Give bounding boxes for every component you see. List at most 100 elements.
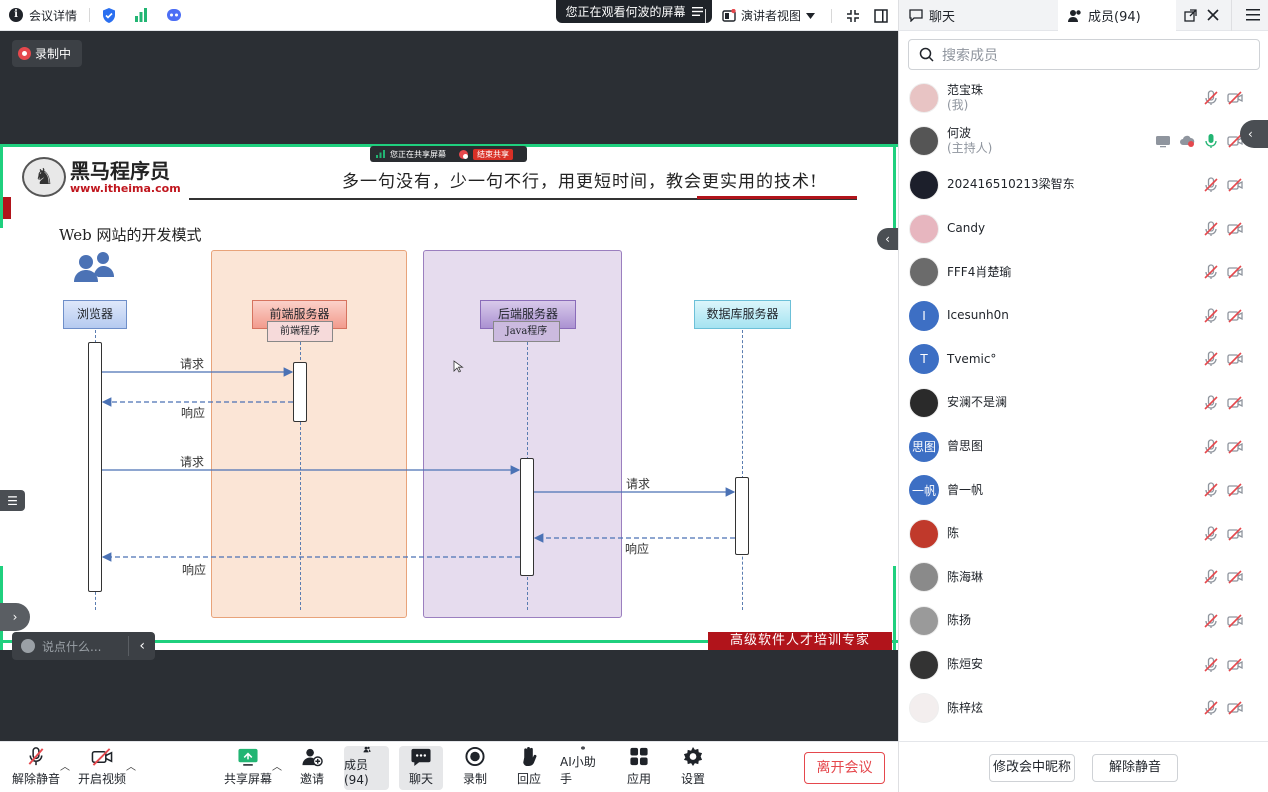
- collapse-left-chevron-icon[interactable]: ‹: [877, 228, 898, 250]
- avatar: [909, 82, 939, 113]
- camera-off-icon[interactable]: [1227, 613, 1243, 629]
- member-row[interactable]: FFF4肖楚瑜: [899, 250, 1268, 294]
- top-bar: i 会议详情 您正在观看何波的屏幕 演讲者视图: [0, 0, 898, 31]
- mic-muted-icon[interactable]: [1203, 90, 1219, 106]
- mic-muted-icon[interactable]: [1203, 656, 1219, 673]
- itheima-logo: ♞ 黑马程序员 www.itheima.com: [22, 157, 181, 197]
- member-search-input[interactable]: 搜索成员: [908, 39, 1260, 70]
- unmute-button[interactable]: 解除静音: [12, 746, 60, 790]
- expand-right-chevron-icon[interactable]: ›: [0, 603, 30, 631]
- mic-muted-icon[interactable]: [1203, 569, 1219, 585]
- camera-off-icon[interactable]: [1227, 395, 1243, 411]
- outline-toggle-icon[interactable]: ☰: [0, 490, 25, 511]
- member-name: 安澜不是澜: [947, 395, 1008, 410]
- exit-fullscreen-icon[interactable]: [846, 9, 860, 23]
- tab-members[interactable]: 成员(94): [1058, 0, 1176, 31]
- member-row[interactable]: 陈扬: [899, 599, 1268, 643]
- end-share-button[interactable]: 结束共享: [473, 148, 513, 160]
- camera-off-icon[interactable]: [1227, 221, 1243, 237]
- camera-off-icon[interactable]: [1227, 177, 1243, 193]
- member-row[interactable]: 范宝珠(我): [899, 76, 1268, 120]
- camera-off-icon[interactable]: [1227, 264, 1243, 280]
- signal-icon: [376, 150, 385, 158]
- share-screen-button[interactable]: 共享屏幕: [224, 746, 272, 790]
- member-row[interactable]: 陈海琳: [899, 556, 1268, 600]
- ai-bot-icon[interactable]: [166, 8, 182, 22]
- audio-options-chevron-icon[interactable]: ︿: [60, 762, 70, 773]
- mic-muted-icon[interactable]: [1203, 220, 1219, 237]
- viewing-screen-indicator[interactable]: 您正在观看何波的屏幕: [556, 0, 712, 23]
- camera-off-icon[interactable]: [1227, 657, 1243, 673]
- more-menu-icon[interactable]: [1246, 9, 1260, 21]
- mic-on-icon[interactable]: [1203, 133, 1219, 149]
- share-options-chevron-icon[interactable]: ︿: [272, 762, 282, 773]
- collapse-chat-chevron-icon[interactable]: ‹: [139, 638, 145, 654]
- member-name-block: 范宝珠(我): [947, 83, 983, 113]
- mic-muted-icon[interactable]: [1203, 177, 1219, 193]
- tab-chat[interactable]: 聊天: [899, 0, 965, 31]
- member-row[interactable]: 安澜不是澜: [899, 381, 1268, 425]
- members-label: 成员(94): [344, 758, 369, 787]
- mic-muted-icon[interactable]: [1203, 308, 1219, 324]
- camera-off-icon[interactable]: [1227, 308, 1243, 324]
- member-row[interactable]: 陈: [899, 512, 1268, 556]
- react-button[interactable]: 回应: [512, 746, 546, 790]
- mic-muted-icon[interactable]: [1203, 700, 1219, 716]
- mic-muted-icon[interactable]: [1203, 482, 1219, 498]
- member-row[interactable]: 202416510213梁智东: [899, 163, 1268, 207]
- emoji-icon[interactable]: [21, 639, 35, 653]
- member-row[interactable]: Candy: [899, 207, 1268, 251]
- presenter-view-dropdown[interactable]: 演讲者视图: [712, 7, 825, 24]
- avatar: [909, 213, 939, 244]
- camera-off-icon[interactable]: [1227, 351, 1243, 367]
- member-row[interactable]: 一帆曾一帆: [899, 468, 1268, 512]
- apps-button[interactable]: 应用: [624, 746, 654, 790]
- mic-muted-icon[interactable]: [1203, 526, 1219, 542]
- mic-muted-icon[interactable]: [1203, 395, 1219, 411]
- chat-button[interactable]: 聊天: [399, 746, 443, 790]
- chat-placeholder: 说点什么...: [42, 639, 102, 654]
- member-name: Icesunh0n: [947, 308, 1009, 323]
- members-button[interactable]: 成员(94): [344, 746, 389, 790]
- quick-chat-input[interactable]: 说点什么... ‹: [12, 632, 155, 660]
- camera-off-icon[interactable]: [1227, 439, 1243, 455]
- camera-off-icon[interactable]: [1227, 90, 1243, 106]
- video-options-chevron-icon[interactable]: ︿: [126, 762, 136, 773]
- record-button[interactable]: 录制: [458, 746, 492, 790]
- member-row[interactable]: 何波(主持人): [899, 120, 1268, 164]
- response-label-2: 响应: [182, 563, 207, 577]
- layout-icon[interactable]: [874, 8, 888, 23]
- avatar-initials: T: [920, 352, 928, 367]
- popout-icon[interactable]: [1184, 8, 1197, 22]
- signal-icon[interactable]: [134, 8, 148, 22]
- member-row[interactable]: 陈烜安: [899, 643, 1268, 687]
- start-video-button[interactable]: 开启视频: [78, 746, 126, 790]
- member-row[interactable]: 思图曾思图: [899, 425, 1268, 469]
- ai-assistant-button[interactable]: AI小助手: [560, 746, 606, 790]
- member-name-block: 安澜不是澜: [947, 395, 1007, 410]
- mic-muted-icon[interactable]: [1203, 438, 1219, 455]
- recording-indicator[interactable]: 录制中: [12, 40, 82, 67]
- camera-off-icon[interactable]: [1227, 569, 1243, 585]
- settings-button[interactable]: 设置: [678, 746, 708, 790]
- collapse-panel-chevron-icon[interactable]: ‹: [1240, 120, 1268, 148]
- info-icon[interactable]: i: [9, 8, 23, 22]
- camera-off-icon[interactable]: [1227, 482, 1243, 498]
- unmute-all-button[interactable]: 解除静音: [1092, 754, 1178, 782]
- shield-icon[interactable]: [102, 7, 116, 23]
- camera-off-icon[interactable]: [1227, 700, 1243, 716]
- mic-muted-icon[interactable]: [1203, 351, 1219, 367]
- rename-button[interactable]: 修改会中昵称: [989, 754, 1075, 782]
- mic-muted-icon[interactable]: [1203, 613, 1219, 629]
- members-icon: [1068, 9, 1081, 22]
- camera-off-icon[interactable]: [1227, 526, 1243, 542]
- member-name: 何波: [947, 126, 972, 141]
- member-row[interactable]: 陈梓炫: [899, 686, 1268, 730]
- mic-muted-icon[interactable]: [1203, 264, 1219, 280]
- meeting-details-link[interactable]: 会议详情: [29, 8, 78, 23]
- leave-meeting-button[interactable]: 离开会议: [804, 752, 885, 784]
- close-icon[interactable]: [1207, 9, 1219, 21]
- invite-button[interactable]: 邀请: [292, 746, 332, 790]
